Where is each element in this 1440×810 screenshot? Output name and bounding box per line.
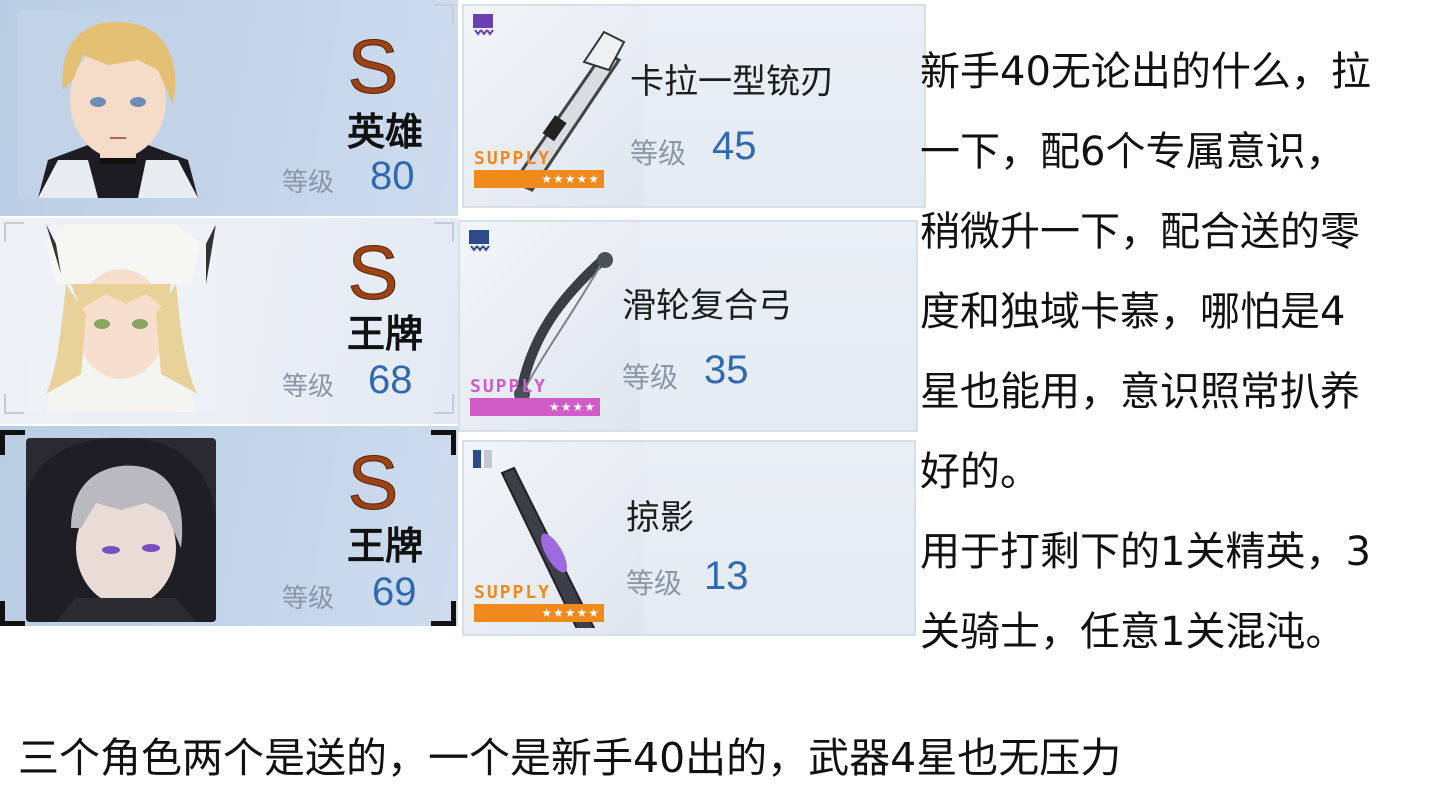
weapon-card-1[interactable]: SUPPLY ★★★★★ 卡拉一型铳刃 等级 45 (462, 4, 926, 208)
description-text: 新手40无论出的什么，拉 一下，配6个专属意识， 稍微升一下，配合送的零 度和独… (920, 32, 1440, 672)
rarity-flag-icon (473, 14, 494, 36)
character-card-3[interactable]: S 王牌 等级 69 (0, 426, 458, 626)
level-label: 等级 (626, 567, 683, 600)
character-card-2[interactable]: S 王牌 等级 68 (0, 218, 458, 424)
character-role: 王牌 (346, 524, 423, 568)
level-value: 68 (368, 358, 413, 402)
frame-corner (434, 394, 454, 414)
rarity-bar: ★★★★★ (474, 604, 604, 622)
rarity-stars: ★★★★★ (541, 172, 600, 186)
weapon-name: 滑轮复合弓 (622, 286, 792, 326)
description-line: 星也能用，意识照常扒养 (920, 369, 1360, 415)
compound-bow-icon (514, 252, 613, 402)
level-value: 13 (704, 554, 749, 598)
level-label: 等级 (282, 168, 335, 198)
frame-corner (4, 222, 24, 242)
rank-badge: S (347, 441, 399, 526)
level-value: 35 (704, 348, 749, 392)
frame-corner (0, 601, 25, 626)
rifle-icon (500, 466, 596, 628)
weapon-name: 卡拉一型铳刃 (630, 62, 834, 102)
level-value: 45 (712, 124, 757, 168)
description-line: 度和独域卡慕，哪怕是4 (920, 289, 1346, 335)
caption-text: 三个角色两个是送的，一个是新手40出的，武器4星也无压力 (18, 734, 1122, 782)
frame-corner (431, 430, 456, 455)
rarity-flag-icon (473, 450, 492, 468)
rarity-stars: ★★★★ (548, 400, 596, 414)
level-label: 等级 (630, 137, 687, 170)
character-card-1[interactable]: S 英雄 等级 80 (0, 0, 458, 216)
character-role: 王牌 (346, 312, 423, 356)
rank-badge: S (347, 231, 399, 316)
rarity-bar: ★★★★ (470, 398, 600, 416)
weapon-card-3[interactable]: SUPPLY ★★★★★ 掠影 等级 13 (462, 440, 916, 636)
rarity-bar: ★★★★★ (474, 170, 604, 188)
description-line: 新手40无论出的什么，拉 (920, 49, 1371, 95)
weapon-card-2[interactable]: SUPPLY ★★★★ 滑轮复合弓 等级 35 (458, 220, 918, 432)
character-portrait-2 (26, 224, 216, 412)
card-backdrop (464, 442, 644, 634)
frame-corner (431, 601, 456, 626)
description-line: 一下，配6个专属意识， (920, 129, 1346, 175)
description-line: 关骑士，任意1关混沌。 (920, 609, 1346, 655)
frame-corner (434, 222, 454, 242)
character-portrait-3 (26, 438, 216, 622)
rarity-flag-icon (469, 230, 490, 252)
level-label: 等级 (282, 372, 335, 402)
frame-corner (434, 4, 454, 24)
supply-label: SUPPLY (474, 582, 552, 603)
description-line: 稍微升一下，配合送的零 (920, 209, 1360, 255)
frame-corner (0, 430, 25, 455)
frame-corner (4, 394, 24, 414)
weapon-name: 掠影 (626, 498, 694, 538)
level-value: 80 (370, 154, 415, 198)
supply-label: SUPPLY (470, 376, 548, 397)
level-value: 69 (372, 570, 417, 614)
description-line: 好的。 (920, 449, 1040, 495)
supply-label: SUPPLY (474, 148, 552, 169)
description-line: 用于打剩下的1关精英，3 (920, 529, 1371, 575)
level-label: 等级 (622, 361, 679, 394)
rank-badge: S (347, 25, 399, 110)
rarity-stars: ★★★★★ (541, 606, 600, 620)
level-label: 等级 (282, 584, 335, 614)
character-portrait-1 (18, 10, 214, 198)
character-role: 英雄 (346, 110, 423, 154)
